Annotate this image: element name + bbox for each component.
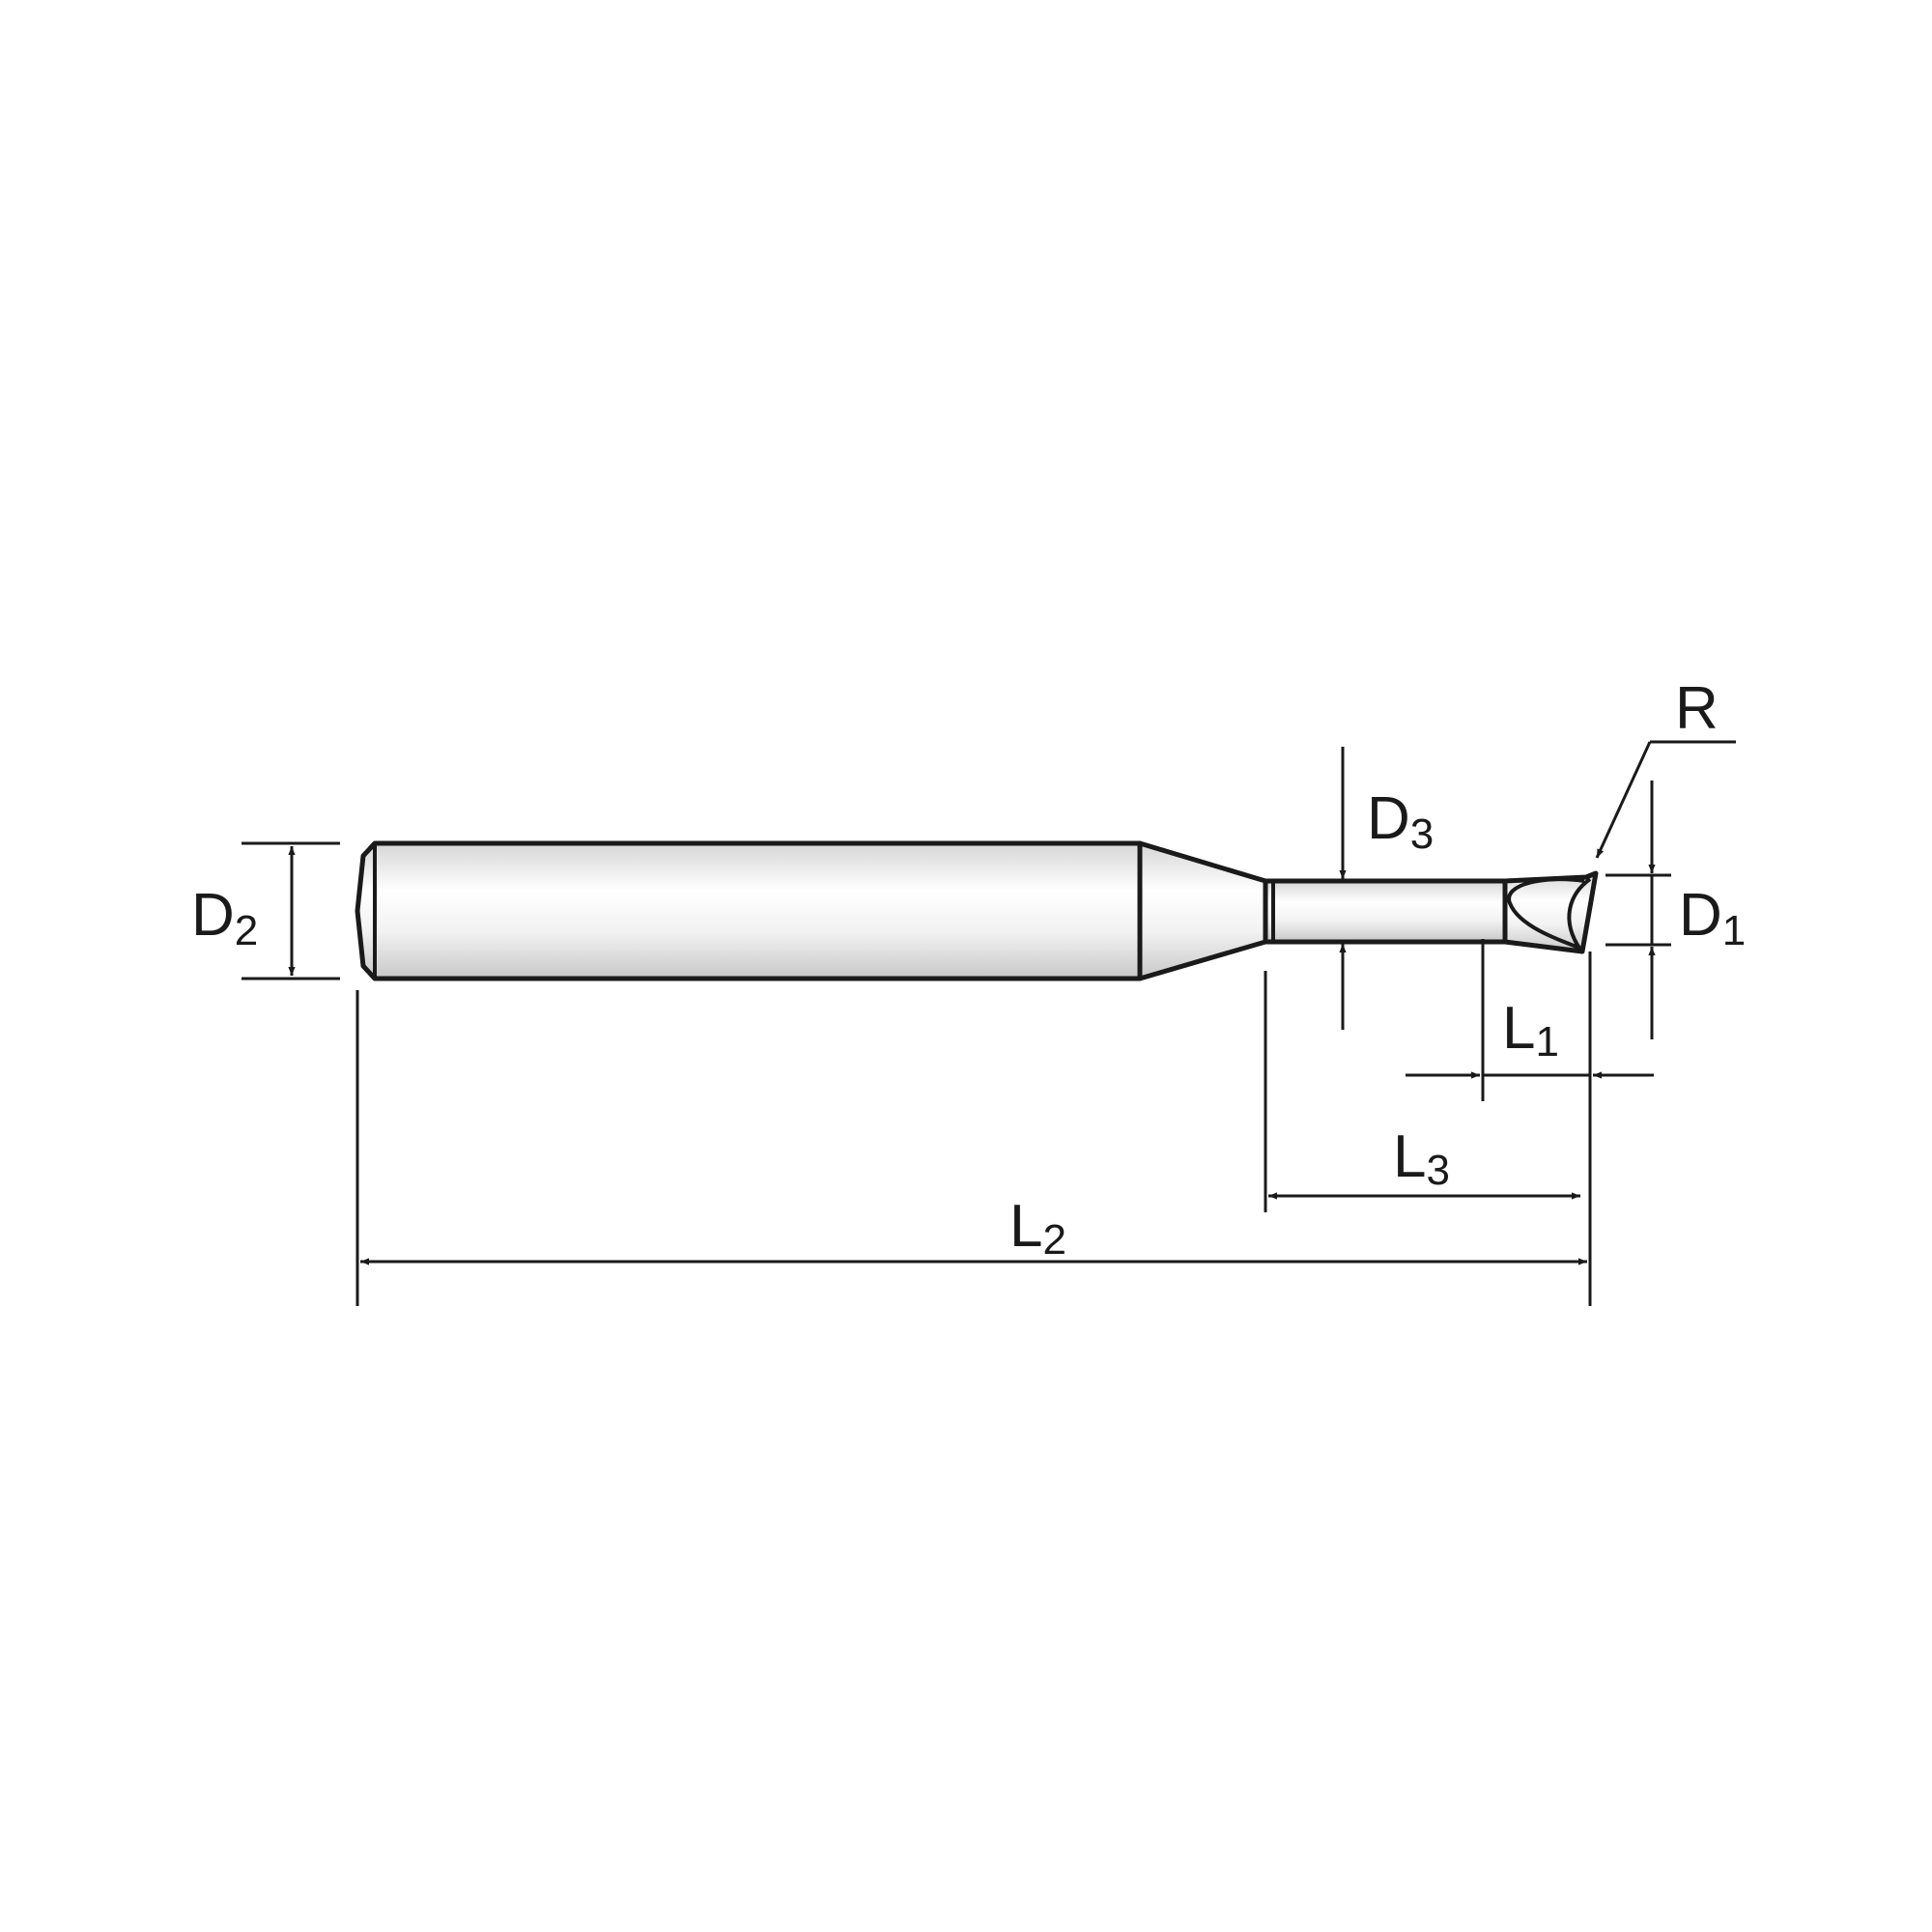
flute-curve-inner xyxy=(1567,877,1592,952)
shank xyxy=(355,840,1143,981)
r-label: R xyxy=(1675,675,1719,742)
d1-label: D1 xyxy=(1679,882,1746,954)
dimension-l3: L3 xyxy=(1264,971,1580,1212)
l3-label: L3 xyxy=(1393,1123,1450,1194)
neck xyxy=(1263,878,1508,945)
dimension-l2: L2 xyxy=(355,990,1587,1306)
l1-label: L1 xyxy=(1502,995,1559,1065)
dimension-d1: D1 xyxy=(1605,781,1746,1039)
dimension-d2: D2 xyxy=(191,841,340,980)
dimension-d3: D3 xyxy=(1339,747,1434,1030)
d3-label: D3 xyxy=(1367,785,1434,858)
tool-body xyxy=(355,840,1599,981)
cutting-tip-edge xyxy=(1580,872,1598,952)
r-leader-diagonal xyxy=(1595,741,1652,859)
dimension-r: R xyxy=(1595,675,1736,859)
dimension-l1: L1 xyxy=(1406,939,1654,1306)
l2-label: L2 xyxy=(1009,1193,1066,1264)
d2-label: D2 xyxy=(191,882,258,954)
flute-curve xyxy=(1507,877,1585,952)
taper xyxy=(1137,840,1268,981)
